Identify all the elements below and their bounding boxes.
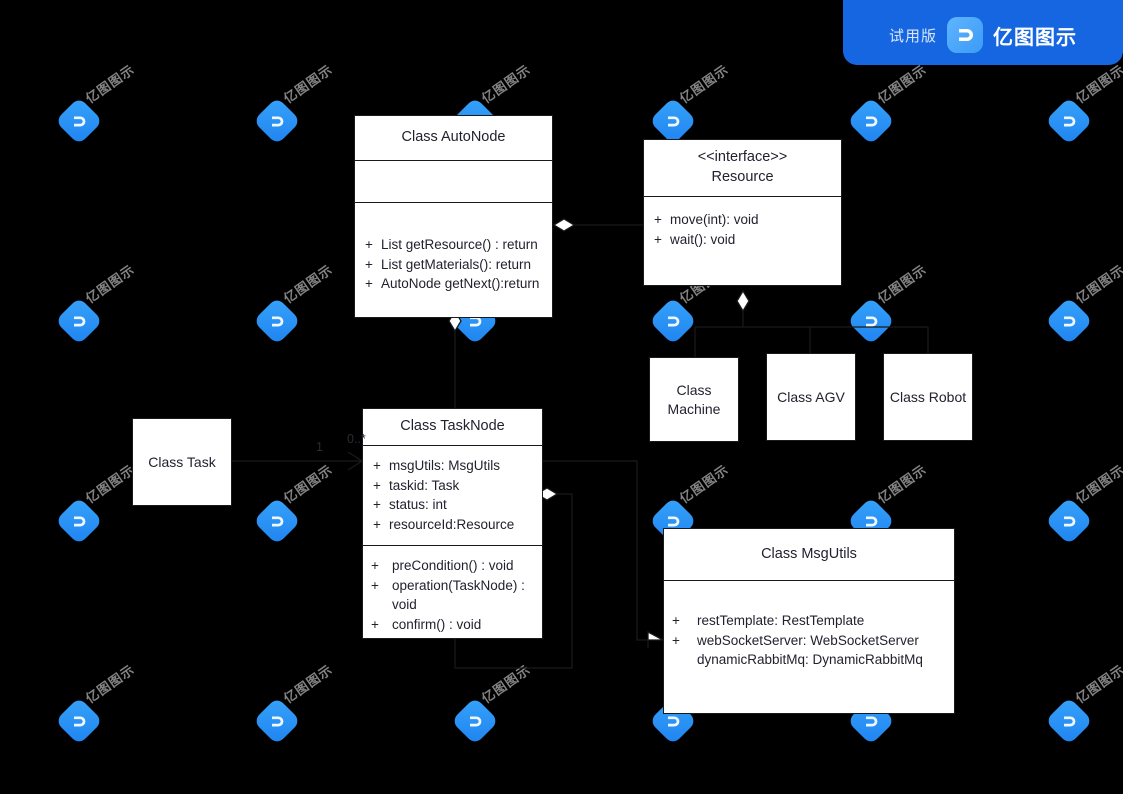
class-box-task[interactable]: Class Task (132, 418, 232, 506)
resource-method-row: + move(int): void (654, 210, 841, 230)
machine-title: Class Machine (650, 358, 738, 441)
method-signature: List getResource() : return (381, 237, 538, 252)
class-box-autonode[interactable]: Class AutoNode + List getResource() : re… (354, 115, 553, 318)
resource-method-row: + wait(): void (654, 230, 841, 250)
visibility-marker: + (672, 613, 680, 628)
product-name: 亿图图示 (993, 26, 1077, 49)
machine-title-line2: Machine (667, 400, 721, 417)
autonode-attributes (355, 160, 552, 202)
trial-label: 试用版 (888, 27, 937, 45)
connector-autonode-tasknode[interactable] (448, 309, 462, 408)
connector-task-tasknode[interactable] (232, 451, 364, 471)
autonode-method-row: + List getMaterials(): return (365, 255, 552, 275)
msgutils-attribute-row: + restTemplate: RestTemplate (672, 611, 954, 631)
attribute-signature: resourceId:Resource (389, 516, 515, 532)
tasknode-attribute-row: + resourceId:Resource (373, 515, 542, 535)
visibility-marker: + (373, 458, 381, 473)
multiplicity-task-side: 1 (316, 440, 323, 454)
robot-title: Class Robot (884, 354, 972, 440)
visibility-marker: + (371, 558, 379, 573)
visibility-marker: + (365, 237, 373, 252)
attribute-signature: msgUtils: MsgUtils (389, 458, 501, 473)
resource-stereotype: <<interface>> (697, 149, 788, 166)
tasknode-method-row: + confirm() : void (371, 615, 542, 635)
robot-title-text: Class Robot (889, 388, 967, 405)
resource-title-text: Resource (711, 169, 774, 185)
visibility-marker: + (365, 256, 373, 272)
class-box-robot[interactable]: Class Robot (883, 353, 973, 441)
tasknode-attributes: + msgUtils: MsgUtils + taskid: Task + st… (363, 445, 542, 545)
method-signature: List getMaterials(): return (381, 256, 532, 272)
method-signature: preCondition() : void (392, 558, 514, 573)
class-box-agv[interactable]: Class AGV (766, 353, 856, 441)
class-box-machine[interactable]: Class Machine (649, 357, 739, 442)
machine-title-line1: Class (676, 381, 712, 398)
tasknode-attribute-row: + msgUtils: MsgUtils (373, 456, 542, 476)
attribute-signature: webSocketServer: WebSocketServer (697, 632, 919, 648)
class-box-resource[interactable]: <<interface>> Resource + move(int): void… (643, 139, 842, 286)
task-title: Class Task (133, 419, 231, 505)
resource-methods: + move(int): void + wait(): void (644, 196, 841, 286)
method-signature: confirm() : void (392, 616, 482, 632)
attribute-signature: status: int (389, 497, 447, 513)
visibility-marker: + (654, 231, 662, 247)
class-box-msgutils[interactable]: Class MsgUtils + restTemplate: RestTempl… (663, 528, 955, 714)
autonode-method-row: + AutoNode getNext():return (365, 274, 552, 294)
visibility-marker: + (365, 276, 373, 292)
task-title-text: Class Task (148, 453, 216, 470)
tasknode-method-row: + preCondition() : void (371, 556, 542, 576)
edraw-logo-icon (947, 17, 983, 53)
agv-title-text: Class AGV (777, 388, 845, 405)
tasknode-attribute-row: + taskid: Task (373, 476, 542, 496)
autonode-title: Class AutoNode (355, 116, 552, 160)
visibility-marker: + (373, 477, 381, 493)
msgutils-attributes: + restTemplate: RestTemplate + webSocket… (664, 580, 954, 714)
visibility-marker: + (371, 577, 379, 593)
tasknode-title: Class TaskNode (363, 409, 542, 445)
tasknode-title-text: Class TaskNode (400, 418, 505, 435)
msgutils-title: Class MsgUtils (664, 529, 954, 580)
autonode-methods: + List getResource() : return + List get… (355, 202, 552, 318)
attribute-signature: restTemplate: RestTemplate (697, 613, 865, 628)
autonode-method-row: + List getResource() : return (365, 235, 552, 255)
visibility-marker: + (373, 516, 381, 532)
msgutils-attribute-row: + dynamicRabbitMq: DynamicRabbitMq (672, 650, 954, 670)
multiplicity-tasknode-side: 0..* (347, 432, 366, 446)
method-signature: operation(TaskNode) : void (392, 577, 525, 613)
visibility-marker: + (654, 212, 662, 227)
msgutils-title-text: Class MsgUtils (761, 545, 857, 562)
connector-resource-subclasses[interactable] (694, 289, 929, 357)
trial-badge[interactable]: 试用版 亿图图示 (843, 0, 1123, 65)
attribute-signature: taskid: Task (389, 477, 460, 493)
tasknode-method-row: + operation(TaskNode) : void (371, 576, 542, 615)
connector-autonode-resource[interactable] (552, 218, 643, 232)
method-signature: move(int): void (670, 212, 759, 227)
visibility-marker: + (672, 632, 680, 648)
visibility-marker: + (371, 616, 379, 632)
connector-tasknode-msgutils[interactable] (543, 460, 664, 648)
autonode-title-text: Class AutoNode (401, 129, 506, 146)
class-box-tasknode[interactable]: Class TaskNode + msgUtils: MsgUtils + ta… (362, 408, 543, 639)
msgutils-attribute-row: + webSocketServer: WebSocketServer (672, 631, 954, 651)
method-signature: AutoNode getNext():return (381, 276, 540, 292)
attribute-signature: dynamicRabbitMq: DynamicRabbitMq (697, 652, 923, 668)
tasknode-methods: + preCondition() : void + operation(Task… (363, 545, 542, 639)
agv-title: Class AGV (767, 354, 855, 440)
visibility-marker: + (373, 497, 381, 513)
method-signature: wait(): void (670, 231, 736, 247)
tasknode-attribute-row: + status: int (373, 495, 542, 515)
resource-title: <<interface>> Resource (644, 140, 841, 196)
